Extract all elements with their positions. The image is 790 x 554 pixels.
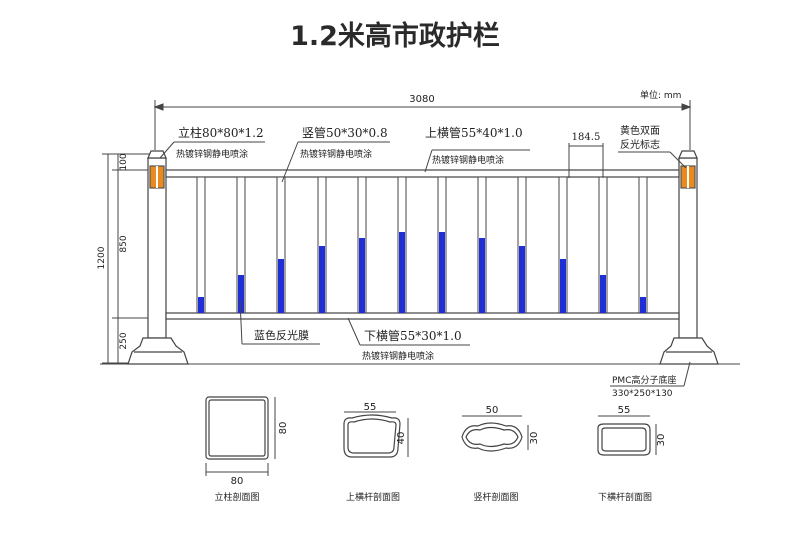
unit-label: 单位: mm: [640, 89, 681, 101]
picket: [638, 176, 648, 314]
blue-film-label: 蓝色反光膜: [254, 328, 309, 342]
top-rail-finish-label: 热镀锌钢静电喷涂: [432, 154, 504, 166]
base-leader: [683, 361, 691, 387]
vertical-section: [461, 415, 529, 452]
height-total-label: 1200: [97, 246, 107, 269]
picket: [196, 176, 206, 314]
picket: [437, 176, 447, 314]
right-base: [659, 337, 719, 365]
reflective-leader: [669, 151, 687, 169]
total-length-dimension: [153, 100, 692, 150]
top-rail-section: [343, 411, 409, 458]
top-rail-section-caption: 上横杆剖面图: [346, 491, 400, 503]
picket: [236, 176, 246, 314]
vertical-section-caption: 竖杆剖面图: [473, 491, 518, 503]
vertical-pickets: [196, 176, 648, 314]
post-section: [205, 396, 276, 476]
vertical-section-height: 30: [529, 432, 540, 445]
total-length-label: 3080: [409, 94, 434, 105]
left-post: [147, 150, 167, 339]
base-label-1: PMC高分子底座: [612, 374, 676, 386]
picket: [397, 176, 407, 314]
page-title: 1.2米高市政护栏: [290, 21, 500, 52]
height-dimensions: [102, 153, 150, 364]
picket: [558, 176, 568, 314]
post-section-width: 80: [231, 476, 244, 487]
spacing-label: 184.5: [572, 132, 601, 143]
picket: [357, 176, 367, 314]
vertical-section-width: 50: [486, 405, 499, 416]
base-label-2: 330*250*130: [612, 389, 673, 399]
picket: [477, 176, 487, 314]
right-post: [678, 150, 698, 339]
top-rail-section-width: 55: [364, 402, 377, 413]
height-bottom-label: 250: [119, 332, 129, 349]
height-top-label: 100: [119, 153, 129, 170]
bottom-rail-spec-label: 下横管55*30*1.0: [364, 328, 462, 343]
post-spec-label: 立柱80*80*1.2: [178, 125, 264, 140]
reflective-sign-label-2: 反光标志: [620, 138, 660, 151]
bottom-rail-section-width: 55: [618, 405, 631, 416]
spacing-dimension: [568, 143, 604, 178]
post-finish-label: 热镀锌钢静电喷涂: [176, 148, 248, 160]
picket: [276, 176, 286, 314]
bottom-rail-section-height: 30: [656, 434, 667, 447]
left-base: [127, 337, 189, 365]
height-mid-label: 850: [119, 235, 129, 252]
bottom-rail: [165, 312, 680, 320]
picket: [598, 176, 608, 314]
top-rail: [165, 169, 680, 178]
bottom-rail-section: [597, 415, 657, 456]
vertical-finish-label: 热镀锌钢静电喷涂: [300, 148, 372, 160]
bottom-rail-section-caption: 下横杆剖面图: [598, 491, 652, 503]
top-rail-spec-label: 上横管55*40*1.0: [425, 125, 523, 140]
top-rail-section-height: 40: [396, 432, 407, 445]
reflective-sign-label-1: 黄色双面: [620, 124, 660, 137]
picket: [317, 176, 327, 314]
post-section-caption: 立柱剖面图: [214, 491, 259, 503]
vertical-spec-label: 竖管50*30*0.8: [302, 125, 388, 140]
post-section-height: 80: [278, 422, 289, 435]
picket: [517, 176, 527, 314]
bottom-rail-finish-label: 热镀锌钢静电喷涂: [362, 350, 434, 362]
